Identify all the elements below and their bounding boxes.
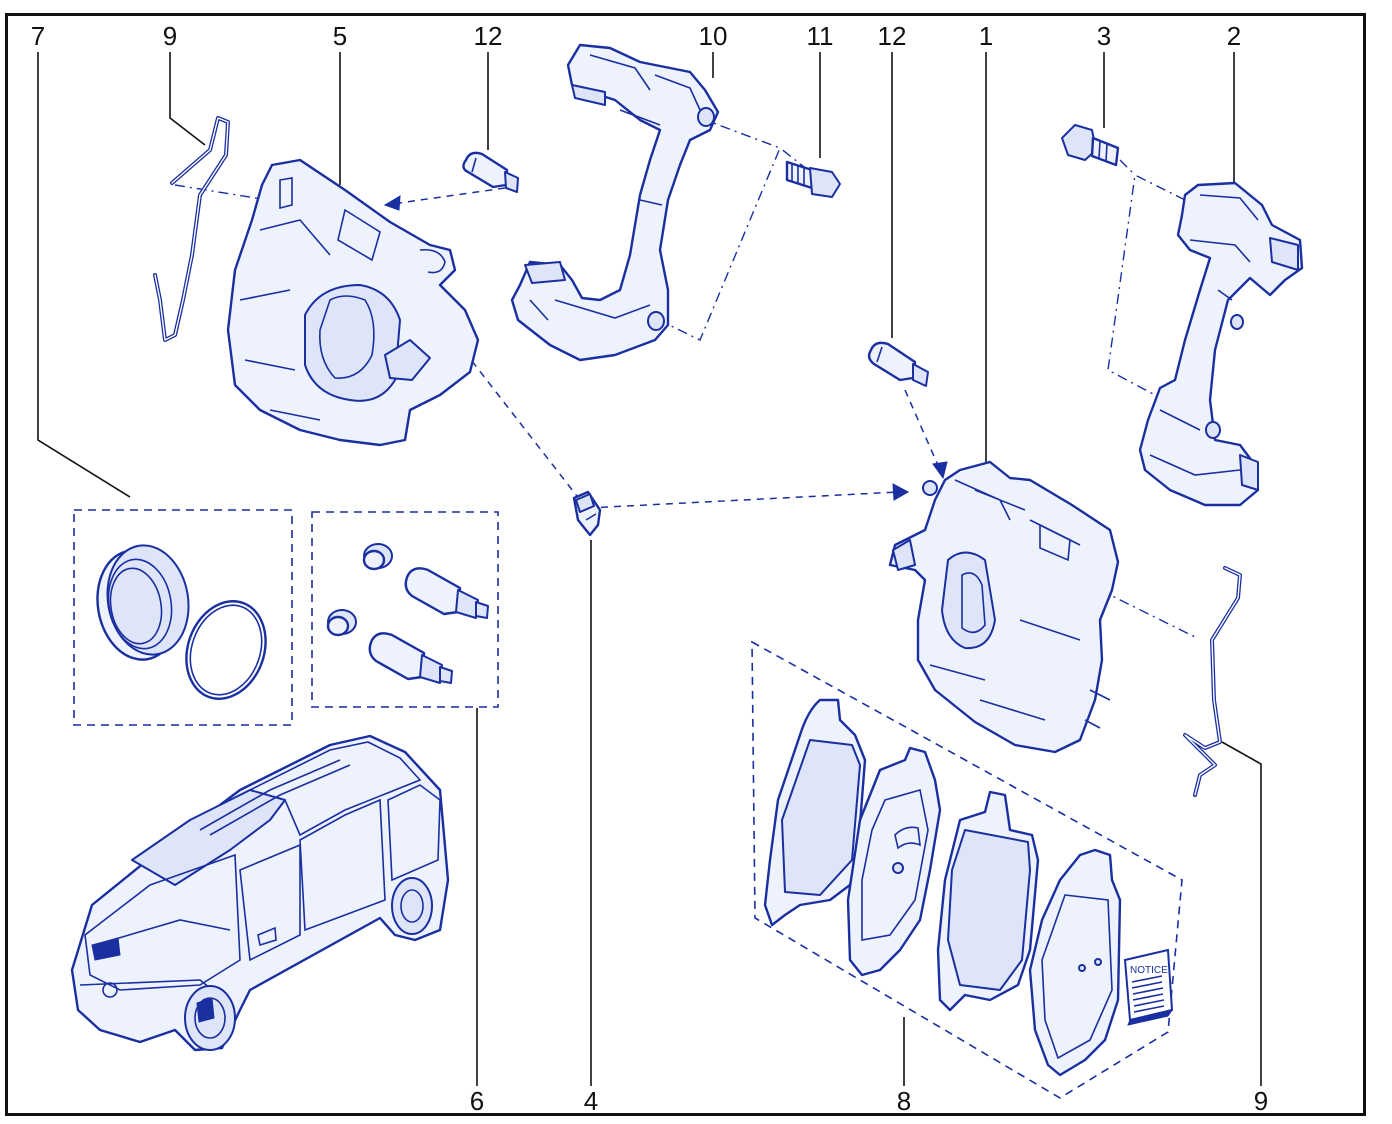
callout-11: 11 (807, 21, 834, 51)
callout-10: 10 (699, 21, 728, 51)
callout-2: 2 (1227, 21, 1241, 51)
brake-caliper-right (888, 460, 1120, 754)
callout-12-right: 12 (878, 21, 907, 51)
guide-pin-left (462, 151, 519, 193)
caliper-carrier-center (510, 43, 720, 362)
carrier-bolt-center (785, 160, 841, 198)
callout-9-top: 9 (163, 21, 177, 51)
brake-pad-set: NOTICE (751, 640, 1183, 1099)
callout-12-left: 12 (474, 21, 503, 51)
callout-9-bottom: 9 (1254, 1086, 1268, 1116)
callout-4: 4 (584, 1086, 598, 1116)
notice-leaflet: NOTICE (1123, 948, 1174, 1026)
leader-lines (37, 52, 1262, 1086)
callout-8: 8 (897, 1086, 911, 1116)
seal-kit-box (73, 509, 293, 726)
callout-1: 1 (979, 21, 993, 51)
diagram-frame (5, 13, 1366, 1116)
notice-label: NOTICE (1130, 965, 1168, 976)
caliper-carrier-right (1138, 181, 1304, 507)
callout-6: 6 (470, 1086, 484, 1116)
guide-pin-right (867, 341, 929, 387)
carrier-bolt-right (1061, 124, 1120, 167)
callout-5: 5 (333, 21, 347, 51)
callout-7: 7 (31, 21, 45, 51)
callout-3: 3 (1097, 21, 1111, 51)
brake-caliper-left (226, 158, 480, 447)
anti-rattle-spring-top (153, 116, 230, 342)
vehicle-illustration (70, 734, 450, 1052)
assembly-lines (174, 117, 1196, 638)
bleed-screw (572, 490, 602, 537)
guide-pin-kit-box (311, 511, 499, 708)
anti-rattle-spring-bottom (1183, 566, 1242, 797)
